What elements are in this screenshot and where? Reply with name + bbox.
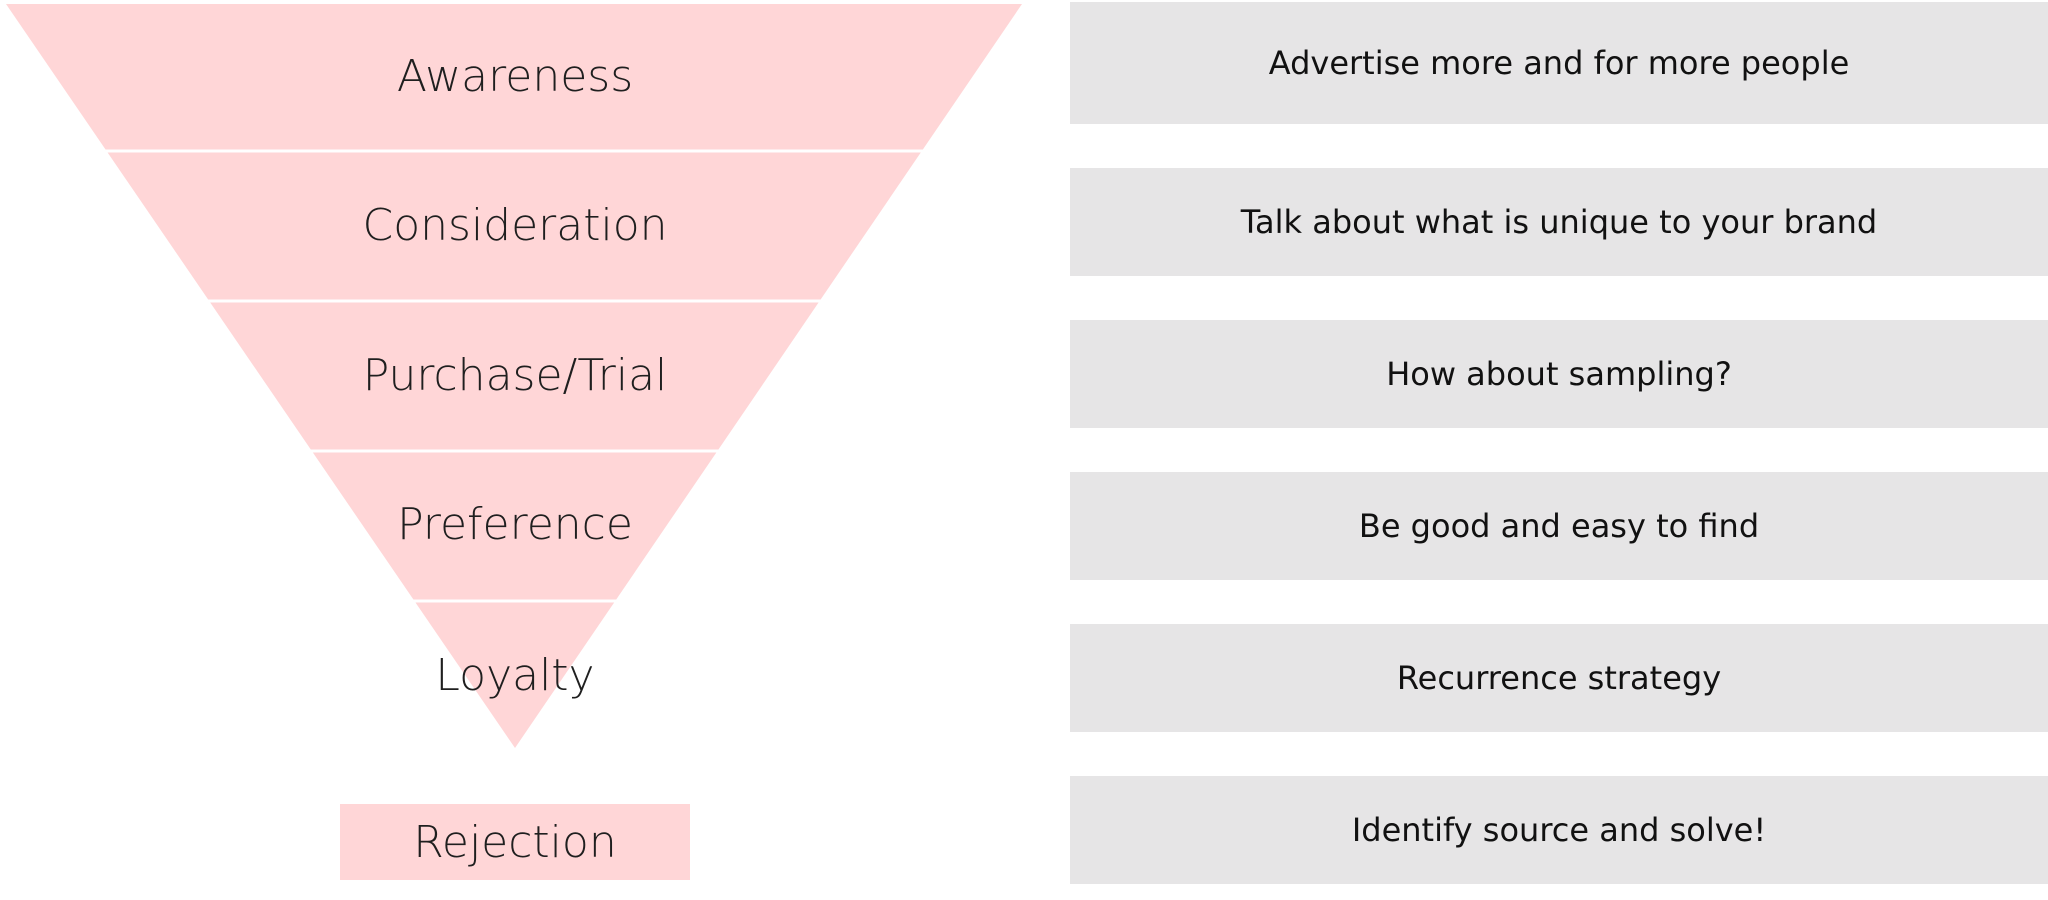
stage-label-preference: Preference bbox=[397, 499, 633, 550]
funnel-triangle bbox=[6, 4, 1022, 748]
stage-label-awareness: Awareness bbox=[397, 51, 633, 102]
action-box-loyalty: Recurrence strategy bbox=[1070, 624, 2048, 732]
rejection-box bbox=[340, 804, 690, 880]
rejection-label: Rejection bbox=[413, 817, 616, 868]
action-box-purchase-trial: How about sampling? bbox=[1070, 320, 2048, 428]
action-box-consideration: Talk about what is unique to your brand bbox=[1070, 168, 2048, 276]
action-box-awareness: Advertise more and for more people bbox=[1070, 2, 2048, 124]
funnel-diagram: Awareness Consideration Purchase/Trial P… bbox=[6, 4, 1022, 880]
action-box-rejection: Identify source and solve! bbox=[1070, 776, 2048, 884]
stage-label-consideration: Consideration bbox=[362, 200, 667, 251]
action-box-preference: Be good and easy to find bbox=[1070, 472, 2048, 580]
stage-label-loyalty: Loyalty bbox=[435, 650, 594, 701]
stage-label-purchase-trial: Purchase/Trial bbox=[363, 350, 668, 401]
